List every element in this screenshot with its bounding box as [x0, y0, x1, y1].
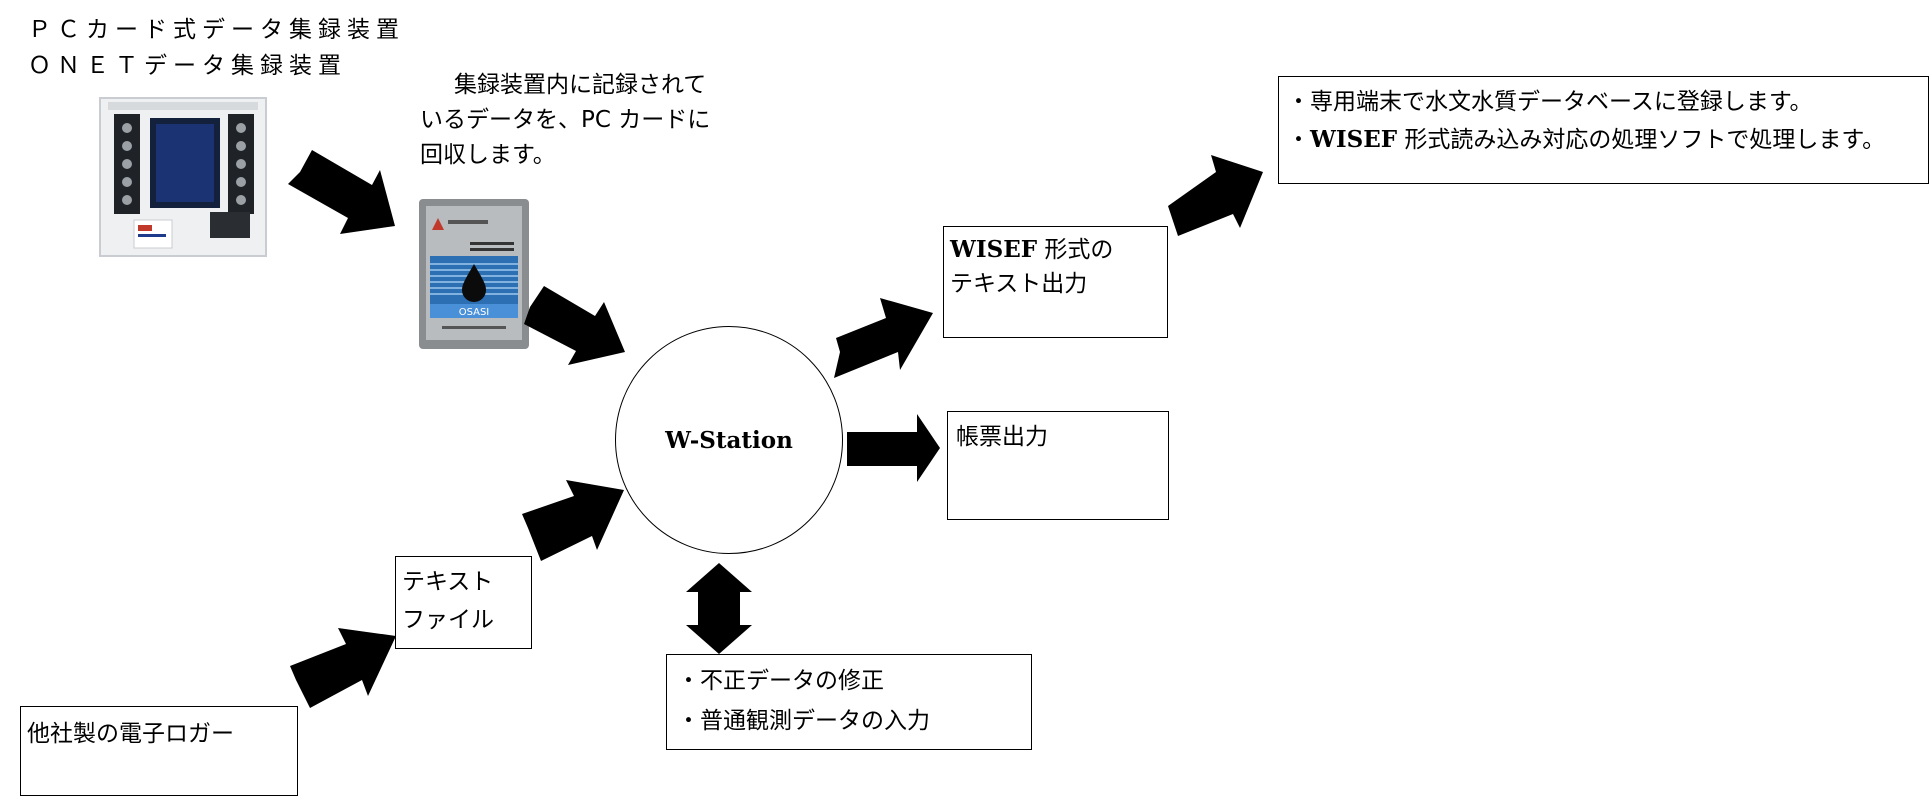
w-station-node: W-Station: [615, 326, 843, 554]
arrow-wisef-to-info: [1168, 155, 1263, 236]
arrow-station-to-report: [847, 414, 940, 482]
arrow-device-to-card: [288, 150, 395, 234]
pc-card-image: OSASI: [418, 198, 530, 350]
device-title-pc-card: ＰＣカード式データ集録装置: [28, 17, 405, 43]
wisef-text-output-box: WISEF 形式の テキスト出力: [943, 226, 1168, 338]
w-station-label: W-Station: [665, 426, 793, 454]
text-file-box: テキスト ファイル: [395, 556, 532, 649]
double-arrow-station-edit: [686, 563, 752, 654]
data-logger-device-image: [98, 92, 268, 262]
registration-info-box: ・専用端末で水文水質データベースに登録します。 ・WISEF 形式読み込み対応の…: [1278, 76, 1929, 184]
pc-card-brand: OSASI: [459, 307, 490, 318]
data-edit-box: ・不正データの修正 ・普通観測データの入力: [666, 654, 1032, 750]
report-output-box: 帳票出力: [947, 411, 1169, 520]
device-title-onet: ＯＮＥＴデータ集録装置: [28, 53, 347, 79]
arrow-logger-to-textfile: [290, 628, 396, 708]
arrow-card-to-station: [524, 286, 625, 365]
third-party-logger-box: 他社製の電子ロガー: [20, 706, 298, 796]
collection-description: 集録装置内に記録されて いるデータを、PC カードに 回収します。: [420, 72, 711, 168]
arrow-textfile-to-station: [522, 480, 624, 561]
arrow-station-to-wisef: [834, 298, 933, 378]
